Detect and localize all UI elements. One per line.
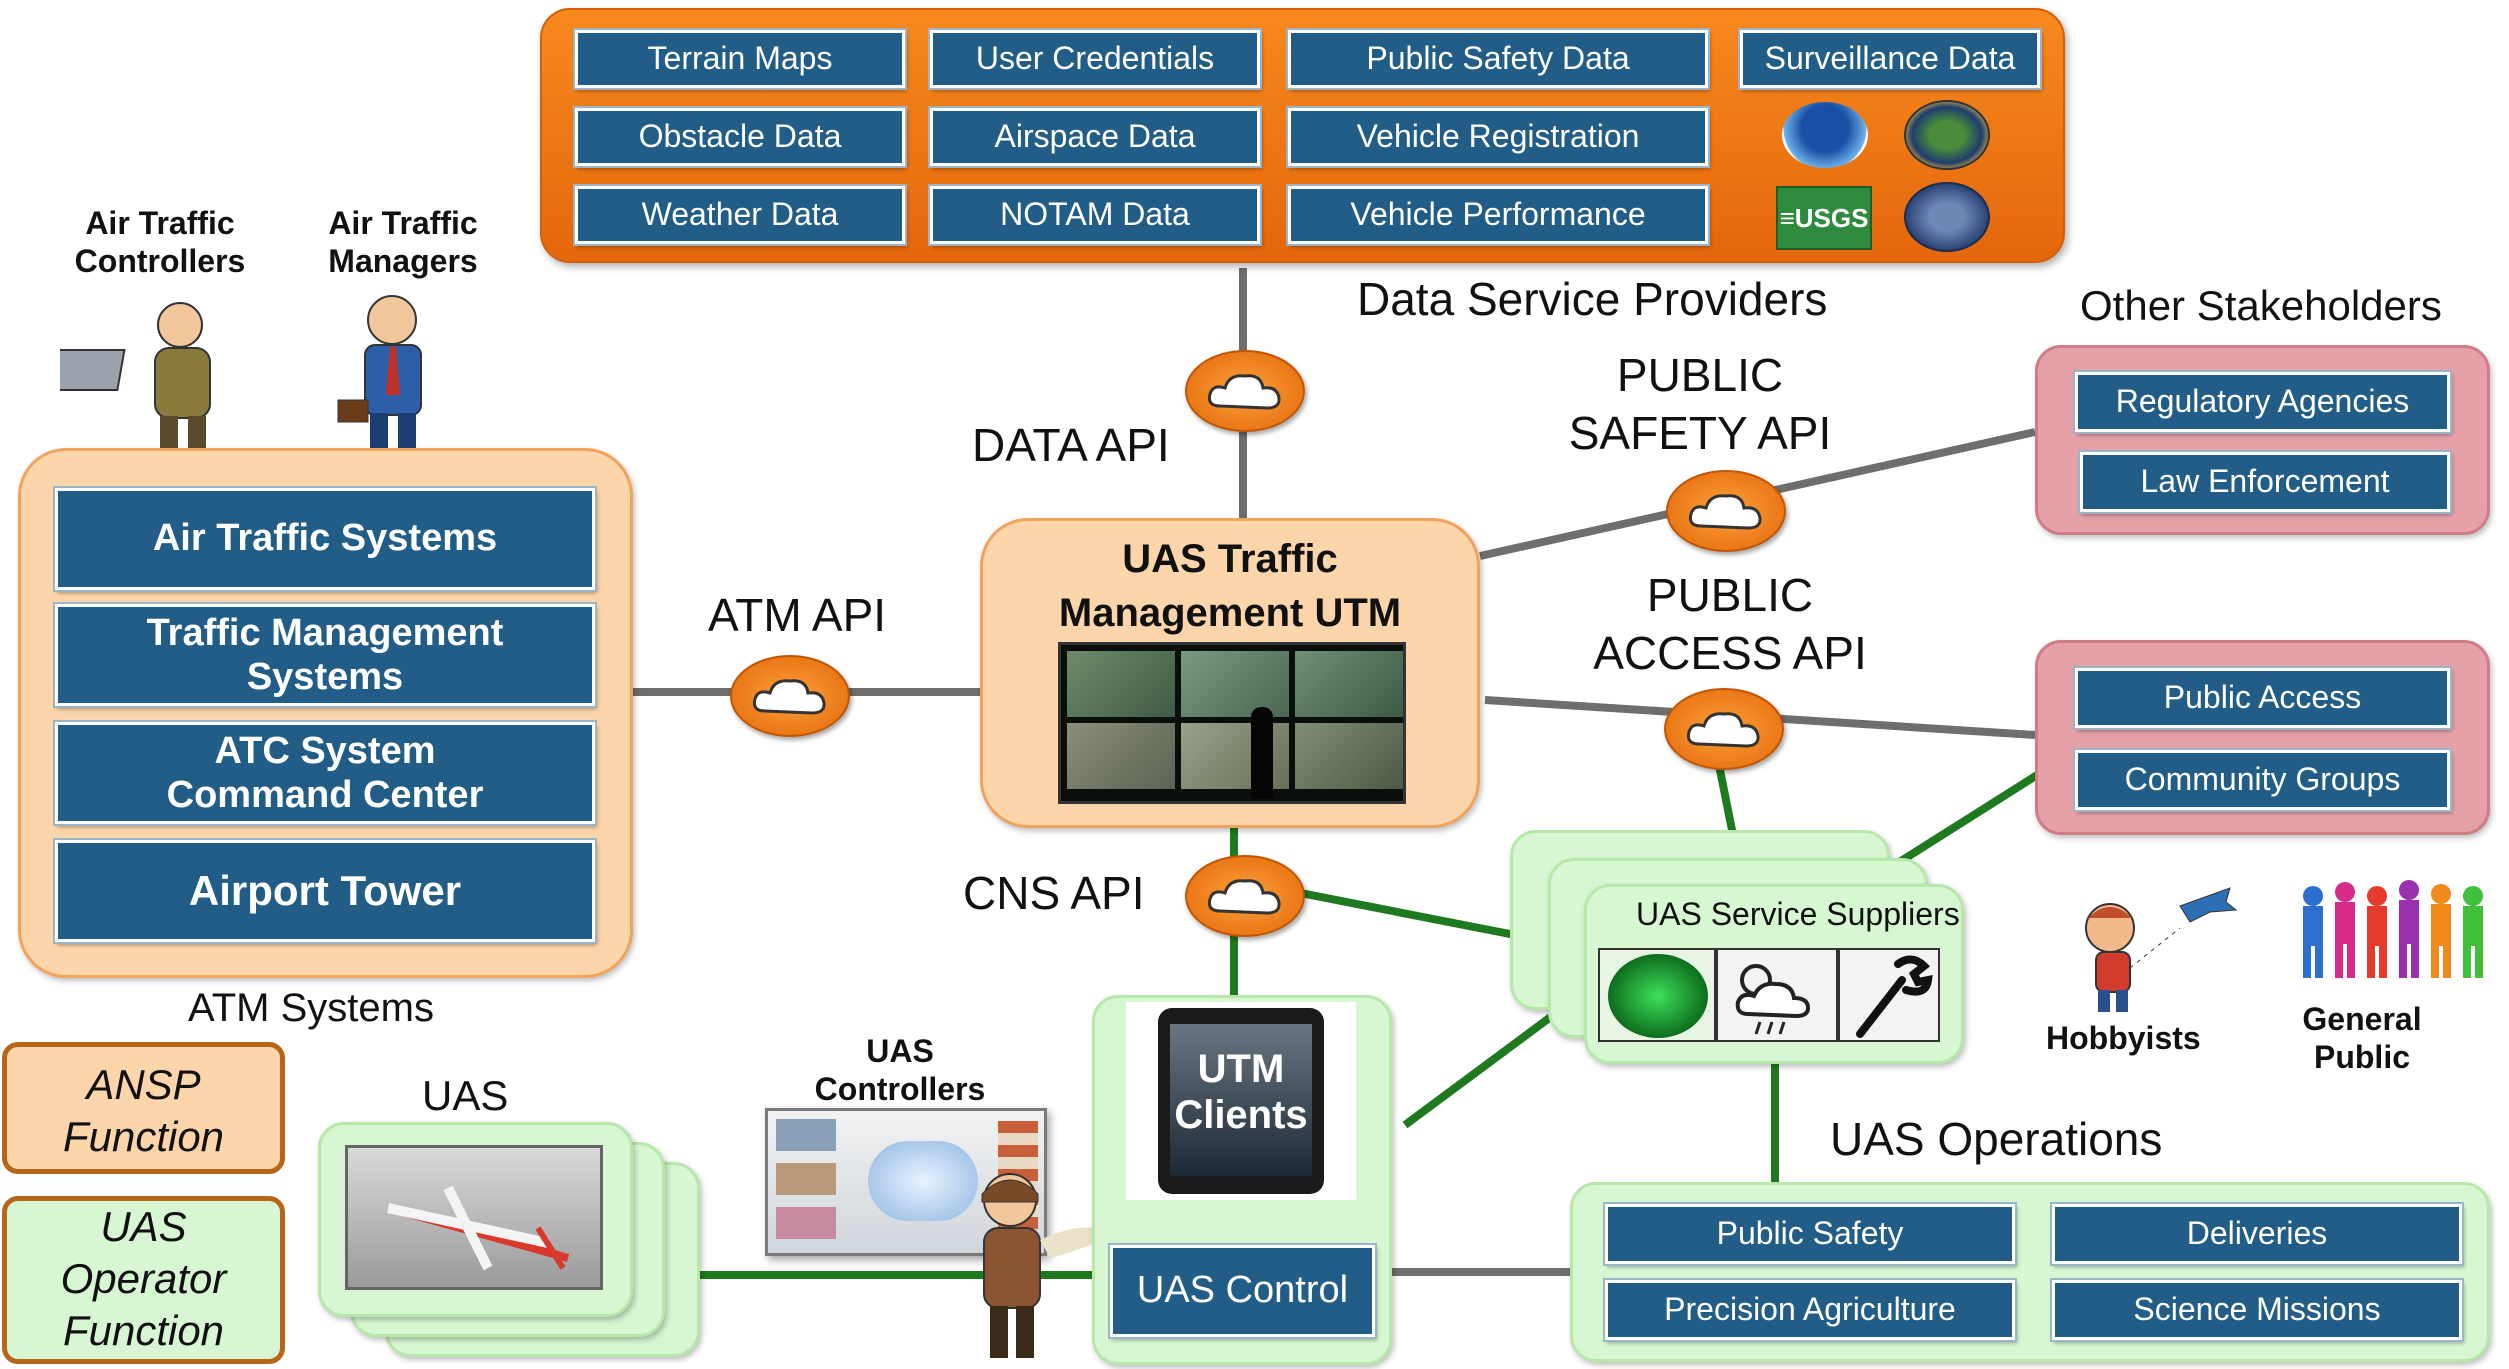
- ansp-line1: ANSP: [86, 1061, 201, 1108]
- public-safety-api-line2: SAFETY API: [1568, 407, 1832, 459]
- utm-video-wall-image: [1058, 642, 1406, 804]
- atm-api-cloud-icon: [730, 655, 850, 737]
- public-access-api-line2: ACCESS API: [1593, 627, 1867, 679]
- law-enforcement-box: Law Enforcement: [2080, 452, 2450, 512]
- public-safety-api-cloud-icon: [1666, 470, 1786, 552]
- hobbyist-figure: [2085, 887, 2238, 1012]
- uas-operations-title: UAS Operations: [1830, 1113, 2163, 1165]
- cns-api-label: CNS API: [963, 867, 1145, 919]
- traffic-management-systems-box: Traffic Management Systems: [55, 604, 595, 706]
- controllers-line2: Controllers: [74, 243, 246, 279]
- utm-title-line1: UAS Traffic: [1122, 537, 1338, 581]
- faa-logo: [1904, 100, 1990, 170]
- uas-operator-function-legend: UAS Operator Function: [2, 1196, 285, 1364]
- data-api-cloud-icon: [1185, 350, 1305, 432]
- data-item-surveillance-data: Surveillance Data: [1740, 30, 2040, 88]
- op-precision-agriculture-box: Precision Agriculture: [1605, 1280, 2015, 1340]
- air-traffic-manager-figure: [337, 295, 422, 451]
- general-public-figures: [2303, 880, 2483, 978]
- utm-title-line2: Management UTM: [1058, 591, 1402, 635]
- uas-controllers-label: UAS Controllers: [800, 1032, 1000, 1108]
- uas-controllers-line1: UAS: [866, 1033, 934, 1069]
- data-item-vehicle-registration: Vehicle Registration: [1288, 108, 1708, 166]
- ansp-function-legend: ANSP Function: [2, 1042, 285, 1174]
- data-item-airspace-data: Airspace Data: [930, 108, 1260, 166]
- managers-line2: Managers: [328, 243, 478, 279]
- hobbyists-label: Hobbyists: [2046, 1020, 2201, 1056]
- dot-seal-logo: [1904, 182, 1990, 252]
- wrench-icon: [1838, 948, 1940, 1042]
- ansp-line2: Function: [62, 1113, 225, 1160]
- public-safety-api-label: PUBLIC SAFETY API: [1540, 346, 1860, 462]
- general-public-label: General Public: [2282, 1000, 2442, 1076]
- uas-aircraft-image: [345, 1145, 603, 1290]
- atm-systems-label: ATM Systems: [188, 986, 434, 1030]
- regulatory-agencies-box: Regulatory Agencies: [2075, 372, 2450, 432]
- uas-operator-line3: Function: [62, 1307, 225, 1354]
- data-api-label: DATA API: [972, 419, 1170, 471]
- managers-line1: Air Traffic: [328, 205, 478, 241]
- data-item-weather-data: Weather Data: [575, 186, 905, 244]
- data-item-notam-data: NOTAM Data: [930, 186, 1260, 244]
- uas-operator-line2: Operator: [60, 1255, 227, 1302]
- data-item-public-safety-data: Public Safety Data: [1288, 30, 1708, 88]
- public-safety-api-line1: PUBLIC: [1616, 349, 1784, 401]
- public-access-box: Public Access: [2075, 668, 2450, 728]
- utm-clients-line2: Clients: [1174, 1093, 1308, 1137]
- general-public-line1: General: [2302, 1001, 2422, 1037]
- op-science-missions-box: Science Missions: [2052, 1280, 2462, 1340]
- airport-tower-box: Airport Tower: [55, 840, 595, 942]
- other-stakeholders-title: Other Stakeholders: [2080, 282, 2442, 329]
- public-access-api-label: PUBLIC ACCESS API: [1570, 566, 1890, 682]
- tablet-image: UTM Clients: [1126, 1002, 1356, 1200]
- op-deliveries-box: Deliveries: [2052, 1204, 2462, 1264]
- public-access-api-line1: PUBLIC: [1646, 569, 1814, 621]
- utm-title: UAS Traffic Management UTM: [980, 532, 1480, 640]
- general-public-line2: Public: [2313, 1039, 2410, 1075]
- uas-label: UAS: [422, 1072, 509, 1119]
- op-public-safety-box: Public Safety: [1605, 1204, 2015, 1264]
- atm-api-label: ATM API: [708, 589, 887, 641]
- weather-icon: [1716, 948, 1838, 1042]
- air-traffic-systems-box: Air Traffic Systems: [55, 488, 595, 590]
- cns-api-cloud-icon: [1185, 855, 1305, 937]
- utm-clients-line1: UTM: [1197, 1047, 1285, 1091]
- radar-icon: [1598, 948, 1716, 1042]
- air-traffic-controller-figure: [60, 302, 211, 448]
- data-service-providers-title: Data Service Providers: [1357, 273, 1828, 325]
- uas-operator-line1: UAS: [100, 1203, 187, 1250]
- data-item-obstacle-data: Obstacle Data: [575, 108, 905, 166]
- usgs-logo: ≡USGS: [1776, 186, 1872, 250]
- air-traffic-managers-label: Air Traffic Managers: [303, 204, 503, 280]
- public-access-api-cloud-icon: [1664, 688, 1784, 770]
- data-item-terrain-maps: Terrain Maps: [575, 30, 905, 88]
- uas-controllers-line2: Controllers: [814, 1071, 986, 1107]
- community-groups-box: Community Groups: [2075, 750, 2450, 810]
- data-item-user-credentials: User Credentials: [930, 30, 1260, 88]
- air-traffic-controllers-label: Air Traffic Controllers: [60, 204, 260, 280]
- uss-title: UAS Service Suppliers: [1636, 896, 1960, 932]
- controllers-line1: Air Traffic: [85, 205, 235, 241]
- uas-control-box: UAS Control: [1110, 1245, 1375, 1337]
- uas-pilot-figure: [981, 1173, 1115, 1358]
- data-item-vehicle-performance: Vehicle Performance: [1288, 186, 1708, 244]
- noaa-logo: [1782, 102, 1868, 168]
- atc-system-command-center-box: ATC System Command Center: [55, 722, 595, 824]
